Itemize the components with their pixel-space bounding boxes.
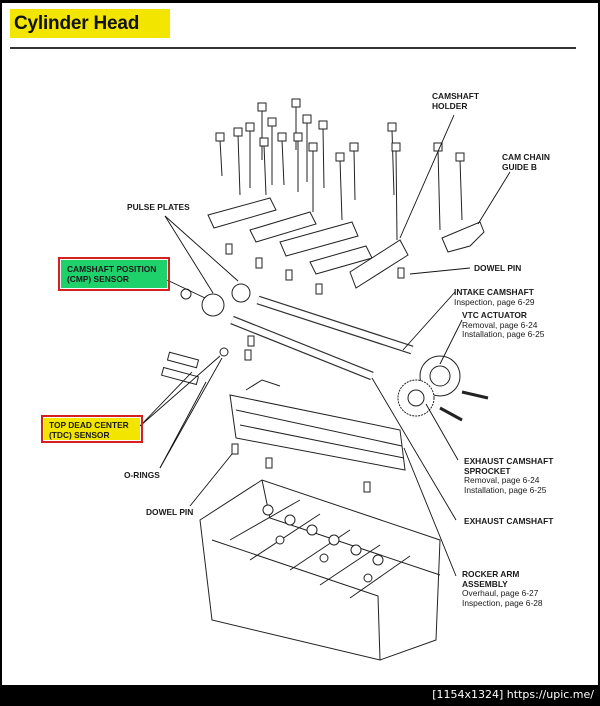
head-bolts xyxy=(219,106,463,241)
label-o-rings: O-RINGS xyxy=(124,470,160,480)
title-badge xyxy=(10,9,170,38)
label-tdc-sensor: TOP DEAD CENTER(TDC) SENSOR xyxy=(49,420,129,440)
title-rule xyxy=(10,47,576,49)
tdc-sensor-highlight xyxy=(41,415,143,443)
label-dowel-pin-bottom: DOWEL PIN xyxy=(146,507,194,517)
label-dowel-pin-top: DOWEL PIN xyxy=(474,263,522,273)
cmp-sensor-highlight xyxy=(58,257,170,291)
footer-bar xyxy=(0,686,600,706)
page-title: Cylinder Head xyxy=(14,13,140,34)
label-cmp-sensor: CAMSHAFT POSITION(CMP) SENSOR xyxy=(67,264,157,284)
camshaft-holders xyxy=(207,197,409,289)
footer-watermark: [1154x1324] https://upic.me/ xyxy=(432,688,594,701)
label-pulse-plates: PULSE PLATES xyxy=(127,202,190,212)
label-exhaust-camshaft: EXHAUST CAMSHAFT xyxy=(464,516,554,526)
